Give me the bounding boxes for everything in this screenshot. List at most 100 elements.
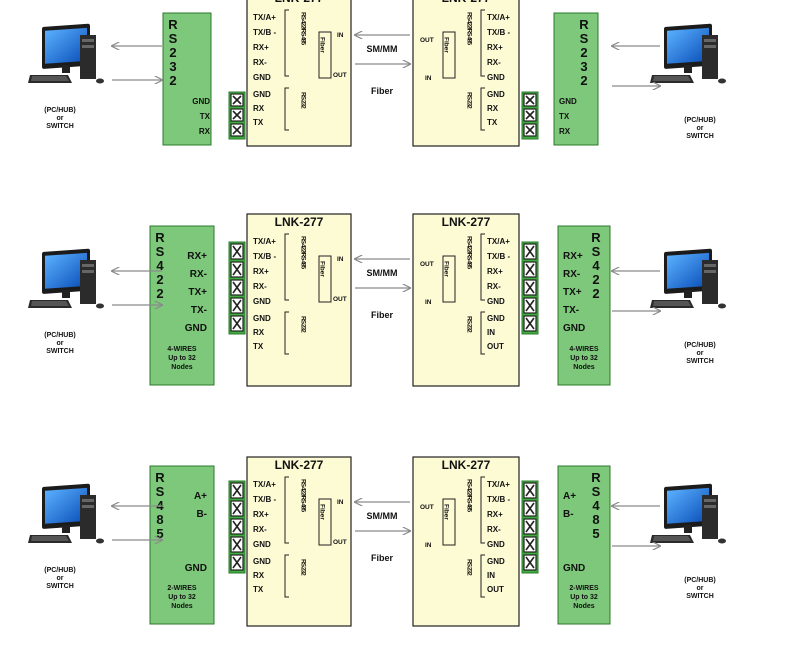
pc-label-line: (PC/HUB)	[684, 577, 716, 584]
device-pin-label: RX-	[487, 282, 501, 291]
pc-label-line: SWITCH	[46, 583, 74, 590]
device-side-label: RS 422/RS 485	[466, 479, 473, 513]
device-pin-label: RX+	[487, 43, 503, 52]
serial-letter: 5	[592, 526, 599, 541]
serial-pin-label: B-	[563, 509, 574, 520]
in-label: IN	[425, 75, 432, 82]
serial-letter: 3	[169, 59, 176, 74]
serial-letter: R	[591, 470, 601, 485]
fiber-label: Fiber	[371, 553, 394, 563]
serial-letter: S	[156, 244, 165, 259]
converter-box	[246, 456, 352, 627]
converter-title: LNK-277	[275, 458, 324, 472]
device-side-label: RS 422/RS 485	[300, 236, 307, 270]
device-pin-label: IN	[487, 571, 495, 580]
pc-label-line: or	[57, 115, 64, 122]
pc-label-line: SWITCH	[686, 133, 714, 140]
out-label: OUT	[333, 539, 347, 546]
converter-title: LNK-277	[275, 215, 324, 229]
serial-pin-label: TX-	[191, 305, 207, 316]
converter-box	[412, 0, 520, 147]
serial-letter: 3	[580, 59, 587, 74]
section-2: RS422RS422RX+RX-TX+TX-GNDRX+RX-TX+TX-GND…	[28, 213, 726, 387]
device-pin-label: TX/A+	[253, 13, 276, 22]
computer-icon	[28, 483, 104, 544]
device-pin-label: TX/A+	[487, 480, 510, 489]
serial-note: Nodes	[171, 603, 193, 610]
serial-pin-label: TX	[559, 112, 570, 121]
device-pin-label: TX	[487, 118, 498, 127]
pc-label-line: SWITCH	[686, 358, 714, 365]
device-pin-label: RX-	[253, 58, 267, 67]
serial-letter: 2	[580, 73, 587, 88]
device-pin-label: TX/B -	[487, 28, 510, 37]
pc-label-line: SWITCH	[46, 123, 74, 130]
device-pin-label: TX/B -	[487, 252, 510, 261]
device-pin-label: RX	[487, 104, 499, 113]
device-pin-label: GND	[487, 90, 505, 99]
device-side-label: RS 232	[300, 316, 307, 333]
serial-pin-label: GND	[185, 323, 207, 334]
fiber-port-box	[442, 255, 456, 303]
serial-letter: R	[168, 17, 178, 32]
fiber-port-label: Fiber	[319, 261, 326, 277]
device-pin-label: RX-	[253, 525, 267, 534]
in-label: IN	[425, 299, 432, 306]
pc-label-line: or	[697, 350, 704, 357]
pc-label-line: or	[57, 340, 64, 347]
serial-pin-label: RX	[199, 127, 211, 136]
device-side-label: RS 422/RS 485	[300, 479, 307, 513]
left-serial-panel	[149, 465, 215, 625]
serial-letter: S	[592, 484, 601, 499]
serial-letter: S	[592, 244, 601, 259]
serial-letter: 2	[156, 286, 163, 301]
device-pin-label: TX/B -	[253, 495, 276, 504]
device-pin-label: GND	[253, 90, 271, 99]
device-side-label: RS 232	[466, 559, 473, 576]
device-pin-label: GND	[487, 314, 505, 323]
device-pin-label: RX+	[487, 510, 503, 519]
out-label: OUT	[333, 296, 347, 303]
device-pin-label: GND	[487, 297, 505, 306]
serial-note: Nodes	[573, 364, 595, 371]
serial-pin-label: TX+	[188, 287, 207, 298]
serial-pin-label: RX	[559, 127, 571, 136]
serial-note: Nodes	[573, 603, 595, 610]
out-label: OUT	[333, 72, 347, 79]
section-1: RS232RS232GNDTXRXGNDTXRXLNK-277TX/A+TX/B…	[28, 0, 726, 147]
terminal-block-icon	[228, 480, 246, 574]
serial-note: Up to 32	[570, 594, 598, 601]
pc-label-line: SWITCH	[46, 348, 74, 355]
terminal-block-icon	[521, 91, 539, 140]
device-pin-label: GND	[253, 297, 271, 306]
serial-pin-label: GND	[559, 97, 577, 106]
serial-pin-label: A+	[194, 491, 207, 502]
device-pin-label: TX/A+	[487, 13, 510, 22]
pc-label-line: (PC/HUB)	[684, 117, 716, 124]
device-pin-label: RX-	[253, 282, 267, 291]
terminal-block-icon	[228, 91, 246, 140]
pc-label-line: (PC/HUB)	[684, 342, 716, 349]
device-pin-label: OUT	[487, 342, 504, 351]
converter-box	[412, 213, 520, 387]
computer-icon	[650, 23, 726, 84]
in-label: IN	[337, 256, 344, 263]
converter-title: LNK-277	[275, 0, 324, 5]
computer-icon	[650, 483, 726, 544]
serial-note: 2-WIRES	[569, 585, 599, 592]
in-label: IN	[337, 499, 344, 506]
out-label: OUT	[420, 504, 434, 511]
serial-pin-label: RX-	[563, 269, 580, 280]
device-pin-label: GND	[253, 73, 271, 82]
device-side-label: RS 422/RS 485	[466, 236, 473, 270]
device-side-label: RS 232	[466, 316, 473, 333]
serial-note: 4-WIRES	[569, 346, 599, 353]
device-pin-label: TX/A+	[253, 237, 276, 246]
fiber-label: Fiber	[371, 86, 394, 96]
device-pin-label: RX	[253, 104, 265, 113]
device-pin-label: TX/B -	[253, 28, 276, 37]
serial-pin-label: TX	[200, 112, 211, 121]
device-pin-label: TX/B -	[487, 495, 510, 504]
serial-letter: S	[169, 31, 178, 46]
serial-letter: R	[579, 17, 589, 32]
